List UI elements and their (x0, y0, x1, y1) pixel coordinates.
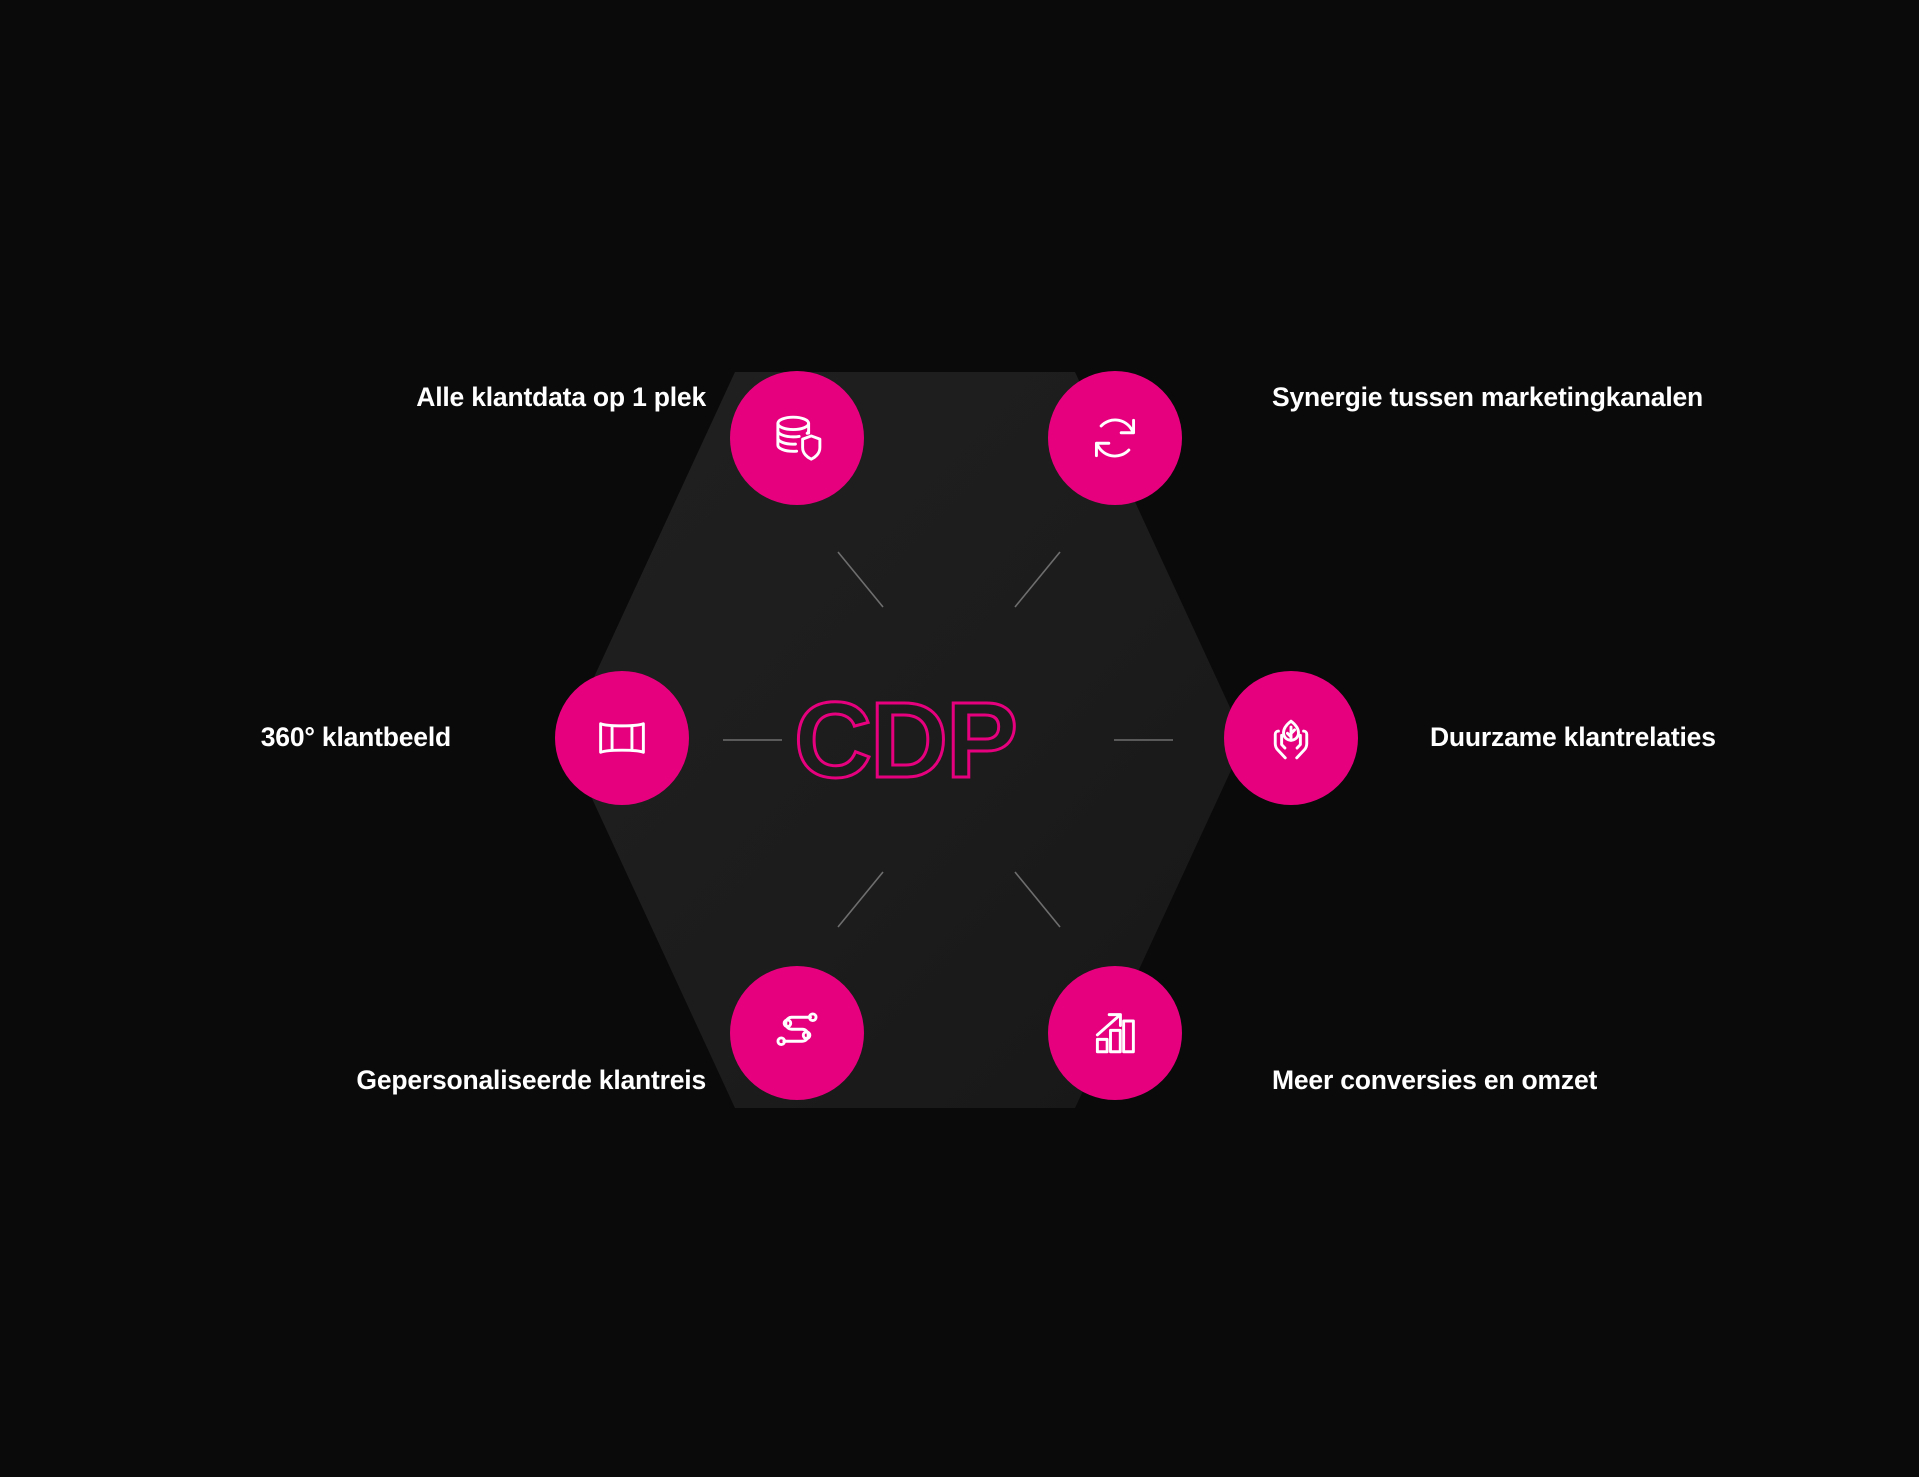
growth-bar-chart-icon (1085, 1003, 1145, 1063)
node-alle-klantdata[interactable] (730, 371, 864, 505)
label-meer-conversies-omzet: Meer conversies en omzet (1272, 1065, 1598, 1095)
node-gepersonaliseerde-klantreis[interactable] (730, 966, 864, 1100)
node-meer-conversies-omzet[interactable] (1048, 966, 1182, 1100)
label-alle-klantdata: Alle klantdata op 1 plek (416, 382, 706, 412)
label-duurzame-klantrelaties: Duurzame klantrelaties (1430, 722, 1716, 752)
hands-holding-leaf-icon (1261, 708, 1321, 768)
node-duurzame-klantrelaties[interactable] (1224, 671, 1358, 805)
label-360-klantbeeld: 360° klantbeeld (260, 722, 451, 752)
node-synergie-marketingkanalen[interactable] (1048, 371, 1182, 505)
hexagon-backdrop (565, 372, 1245, 1108)
database-shield-icon (767, 408, 827, 468)
label-synergie-marketingkanalen: Synergie tussen marketingkanalen (1272, 382, 1704, 412)
panorama-360-icon (592, 708, 652, 768)
node-360-klantbeeld[interactable] (555, 671, 689, 805)
label-gepersonaliseerde-klantreis: Gepersonaliseerde klantreis (356, 1065, 706, 1095)
refresh-sync-icon (1085, 408, 1145, 468)
customer-journey-path-icon (767, 1003, 827, 1063)
